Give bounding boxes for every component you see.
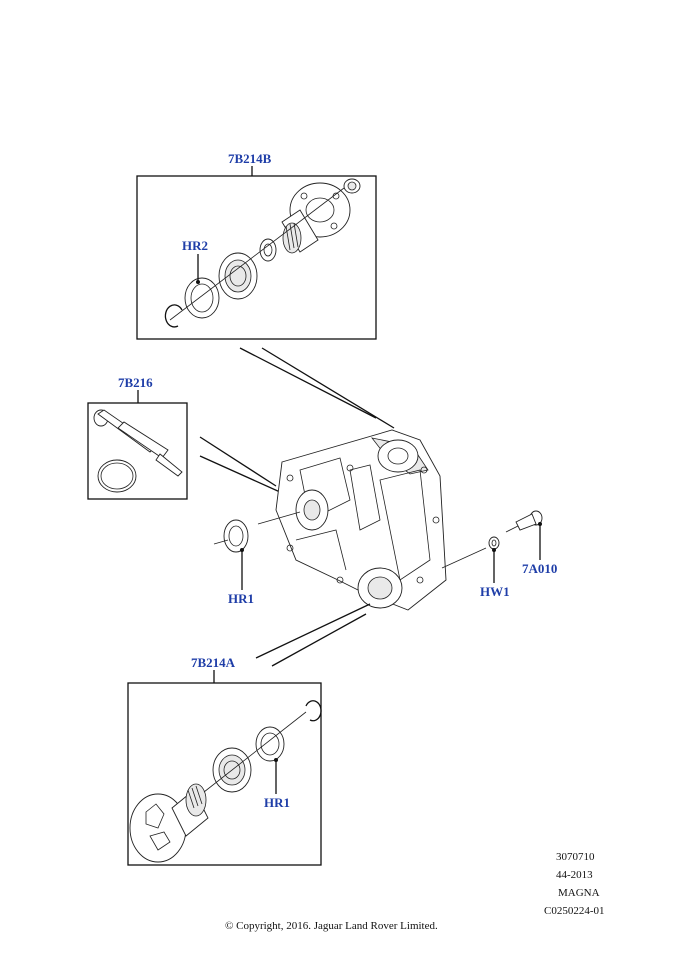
supplier-name: MAGNA — [558, 887, 600, 899]
kit-7b214b-frame — [136, 175, 377, 340]
callout-7b214b[interactable]: 7B214B — [228, 151, 272, 166]
circlip-part[interactable] — [164, 304, 183, 328]
kit-7b214b: 7B214B — [136, 151, 377, 340]
reference-number: 3070710 — [556, 851, 595, 863]
circlip-lower-part[interactable] — [305, 700, 322, 722]
o-ring-part[interactable] — [97, 459, 137, 493]
kit-7b216-frame — [87, 402, 188, 500]
copyright-notice: © Copyright, 2016. Jaguar Land Rover Lim… — [225, 920, 438, 932]
dust-cap-part[interactable] — [343, 178, 361, 194]
seal-hr2-part[interactable] — [184, 277, 220, 319]
bearing-part[interactable] — [218, 252, 258, 300]
output-shaft-part[interactable] — [129, 783, 209, 863]
transfer-case-part[interactable] — [257, 429, 447, 611]
callout-7a010[interactable]: 7A010 — [522, 561, 557, 576]
illustration-id: C0250224-01 — [544, 905, 605, 917]
kit-7b214a-frame — [127, 682, 322, 866]
washer-hw1-part[interactable] — [441, 536, 500, 569]
reference-code: 44-2013 — [556, 869, 593, 881]
callout-hr1-lower[interactable]: HR1 — [264, 795, 290, 810]
plug-7a010-part[interactable] — [505, 510, 543, 533]
kit-7b216: 7B216 — [87, 375, 188, 500]
callout-7b216[interactable]: 7B216 — [118, 375, 153, 390]
seal-hr1-lower-part[interactable] — [255, 726, 285, 762]
callout-hw1[interactable]: HW1 — [480, 584, 510, 599]
callout-hr1-left[interactable]: HR1 — [228, 591, 254, 606]
seal-hr1-left-part[interactable] — [213, 519, 249, 553]
spacer-ring-part[interactable] — [259, 238, 277, 262]
callout-hr2[interactable]: HR2 — [182, 238, 208, 253]
sealant-tube-part[interactable] — [93, 409, 183, 477]
kit-7b214a: 7B214A HR1 — [127, 655, 322, 866]
callout-7b214a[interactable]: 7B214A — [191, 655, 236, 670]
output-flange-part[interactable] — [281, 182, 351, 254]
